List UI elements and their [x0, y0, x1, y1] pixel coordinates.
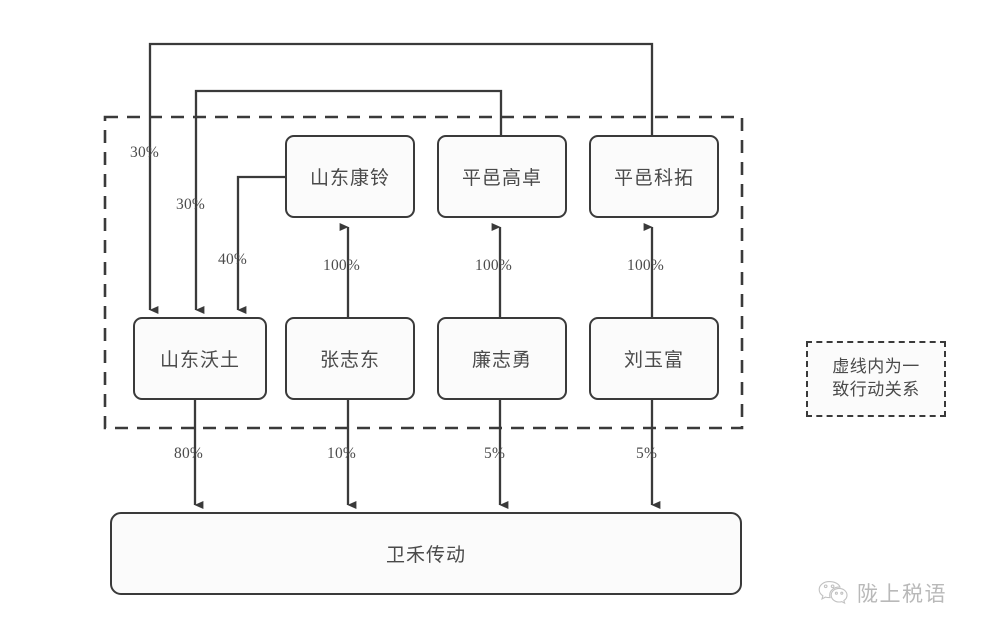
edge-label-lian-to-target: 5% [484, 445, 506, 462]
node-liu-yufu[interactable]: 刘玉富 [589, 317, 719, 400]
legend-text: 虚线内为一 致行动关系 [814, 356, 938, 402]
node-label: 平邑科拓 [613, 168, 694, 189]
connector-gaozhuo-to-wotu [194, 89, 503, 314]
node-weihe-chuandong[interactable]: 卫禾传动 [110, 512, 742, 595]
edge-label-liu-to-target: 5% [636, 445, 658, 462]
legend-line-1: 虚线内为一 [832, 357, 920, 377]
legend-consistent-action: 虚线内为一 致行动关系 [806, 341, 946, 417]
edge-label-gaozhuo-to-wotu: 30% [176, 196, 206, 213]
node-shandong-kangling[interactable]: 山东康铃 [285, 135, 415, 218]
wechat-icon [818, 580, 848, 606]
consistent-action-group-border [103, 115, 744, 430]
node-label: 刘玉富 [623, 350, 684, 371]
edge-label-zhang-to-target: 10% [327, 445, 357, 462]
connector-ketuo-to-wotu [148, 42, 654, 314]
node-label: 平邑高卓 [461, 168, 542, 189]
node-lian-zhiyong[interactable]: 廉志勇 [437, 317, 567, 400]
connector-kangling-to-wotu [236, 175, 285, 314]
node-shandong-wotu[interactable]: 山东沃土 [133, 317, 267, 400]
edge-label-lian-to-gaozhuo: 100% [475, 257, 512, 274]
node-label: 张志东 [319, 350, 380, 371]
watermark: 陇上税语 [818, 578, 947, 608]
node-label: 山东沃土 [159, 350, 240, 371]
edge-label-liu-to-ketuo: 100% [627, 257, 664, 274]
node-label: 山东康铃 [309, 168, 390, 189]
node-pingyi-gaozhuo[interactable]: 平邑高卓 [437, 135, 567, 218]
watermark-text: 陇上税语 [857, 583, 947, 606]
node-pingyi-ketuo[interactable]: 平邑科拓 [589, 135, 719, 218]
edge-label-wotu-to-target: 80% [174, 445, 204, 462]
edge-label-ketuo-to-wotu: 30% [130, 144, 160, 161]
node-label: 卫禾传动 [385, 545, 466, 566]
node-label: 廉志勇 [471, 350, 532, 371]
edge-label-kangling-to-wotu: 40% [218, 251, 248, 268]
edge-label-zhang-to-kangling: 100% [323, 257, 360, 274]
node-zhang-zhidong[interactable]: 张志东 [285, 317, 415, 400]
legend-line-2: 致行动关系 [832, 380, 920, 399]
